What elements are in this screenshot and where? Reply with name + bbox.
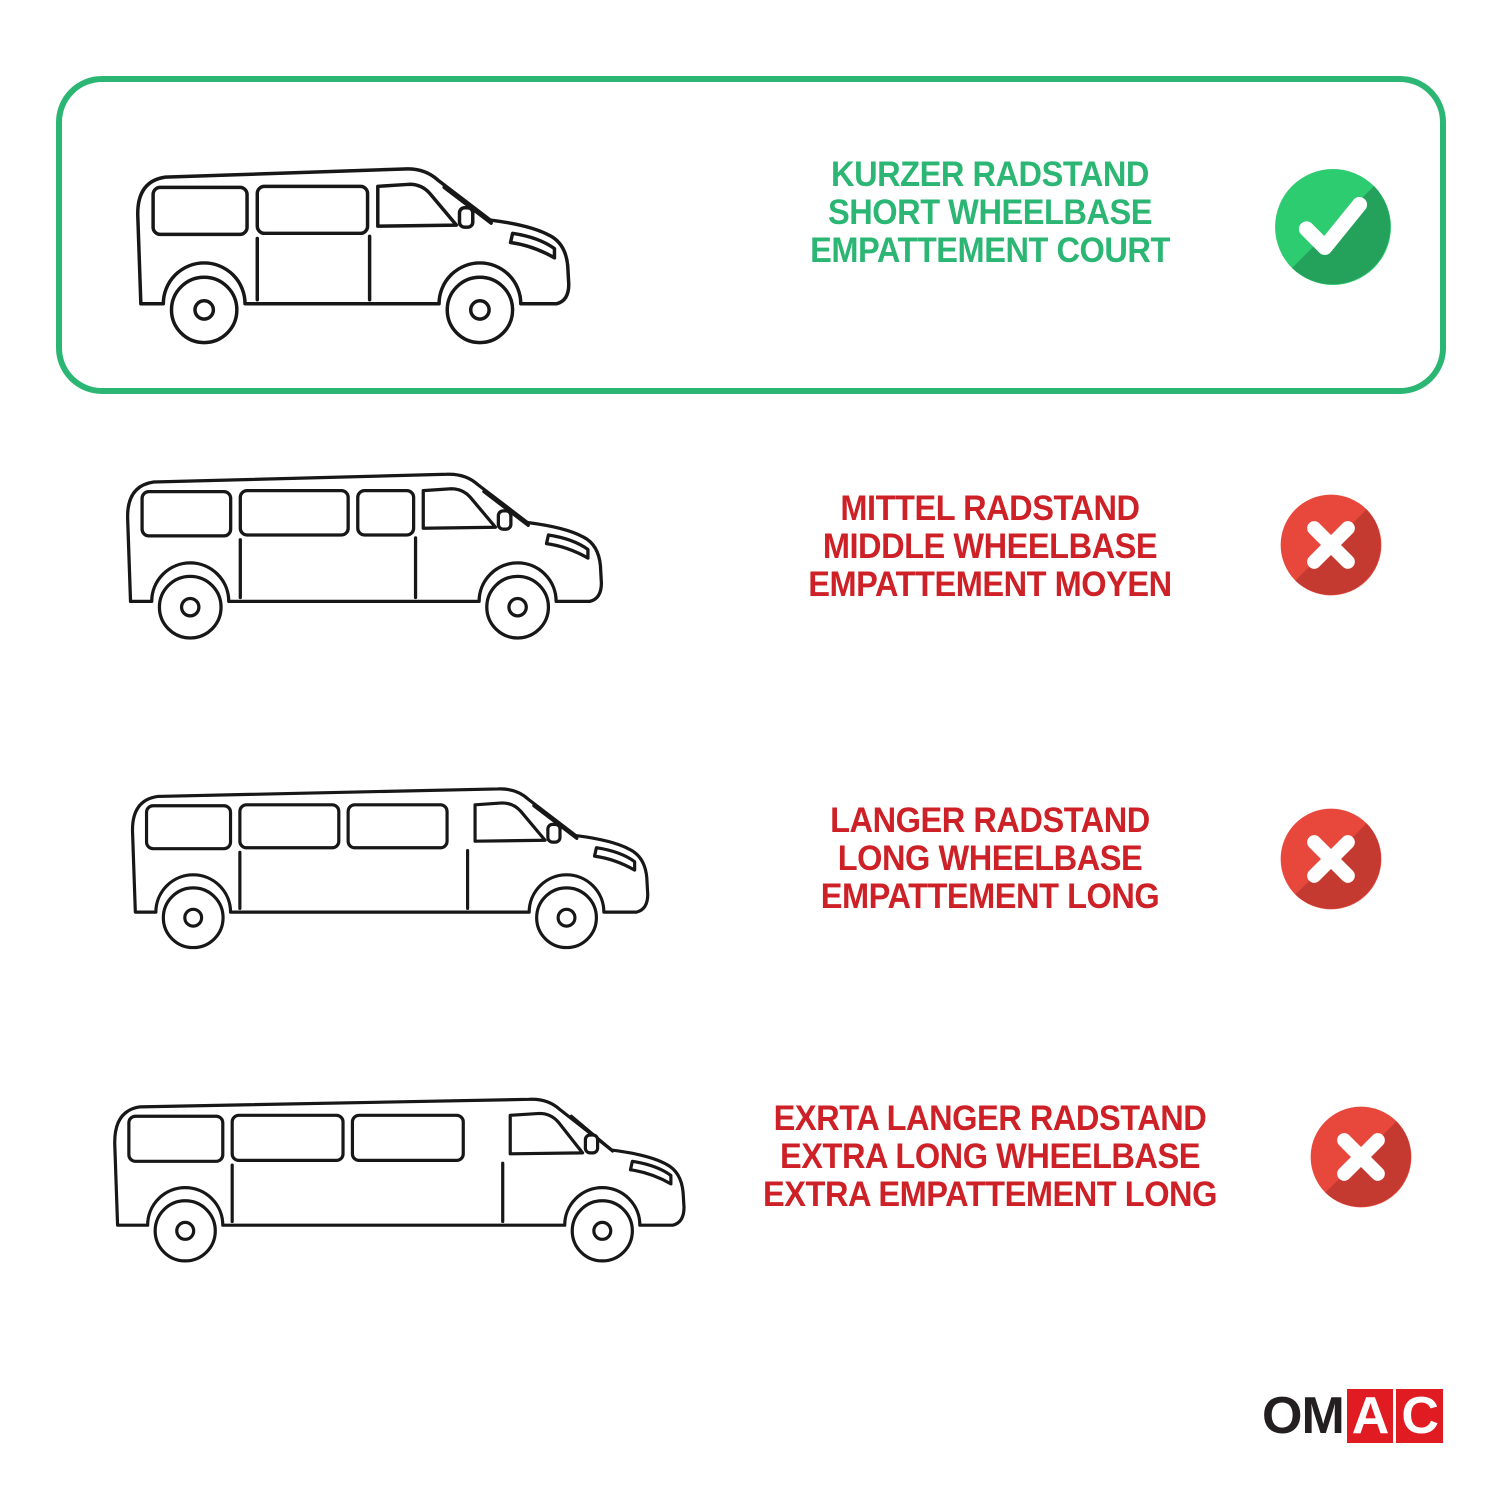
option-label-short: KURZER RADSTAND SHORT WHEELBASE EMPATTEM…	[776, 156, 1204, 270]
selected-option-border	[56, 76, 1446, 394]
van-short-wheelbase-drawing	[100, 122, 580, 362]
cross-icon	[1278, 806, 1384, 912]
label-line-de: EXRTA LANGER RADSTAND	[773, 1099, 1207, 1138]
label-line-en: MIDDLE WHEELBASE	[822, 527, 1158, 566]
check-icon	[1272, 166, 1394, 288]
logo-text-black: OM	[1262, 1387, 1345, 1445]
label-line-fr: EMPATTEMENT COURT	[810, 231, 1170, 270]
van-long-wheelbase-drawing	[98, 746, 658, 965]
label-line-fr: EMPATTEMENT LONG	[820, 877, 1160, 916]
label-line-fr: EMPATTEMENT MOYEN	[808, 565, 1172, 604]
cross-icon	[1278, 492, 1384, 598]
option-label-middle: MITTEL RADSTAND MIDDLE WHEELBASE EMPATTE…	[776, 490, 1204, 604]
van-extra-long-wheelbase-drawing	[80, 1058, 700, 1279]
label-line-de: LANGER RADSTAND	[830, 801, 1150, 840]
label-line-de: MITTEL RADSTAND	[840, 489, 1140, 528]
logo-letter-c: C	[1396, 1389, 1443, 1443]
label-line-de: KURZER RADSTAND	[831, 155, 1149, 194]
omac-logo: OM A C	[1262, 1386, 1443, 1446]
option-label-long: LANGER RADSTAND LONG WHEELBASE EMPATTEME…	[776, 802, 1204, 916]
logo-letter-a: A	[1346, 1389, 1394, 1443]
option-label-extra-long: EXRTA LANGER RADSTAND EXTRA LONG WHEELBA…	[748, 1100, 1232, 1214]
van-middle-wheelbase-drawing	[92, 430, 612, 656]
label-line-fr: EXTRA EMPATTEMENT LONG	[763, 1175, 1217, 1214]
label-line-en: EXTRA LONG WHEELBASE	[780, 1137, 1200, 1176]
cross-icon	[1308, 1104, 1414, 1210]
label-line-en: LONG WHEELBASE	[837, 839, 1143, 878]
label-line-en: SHORT WHEELBASE	[828, 193, 1152, 232]
